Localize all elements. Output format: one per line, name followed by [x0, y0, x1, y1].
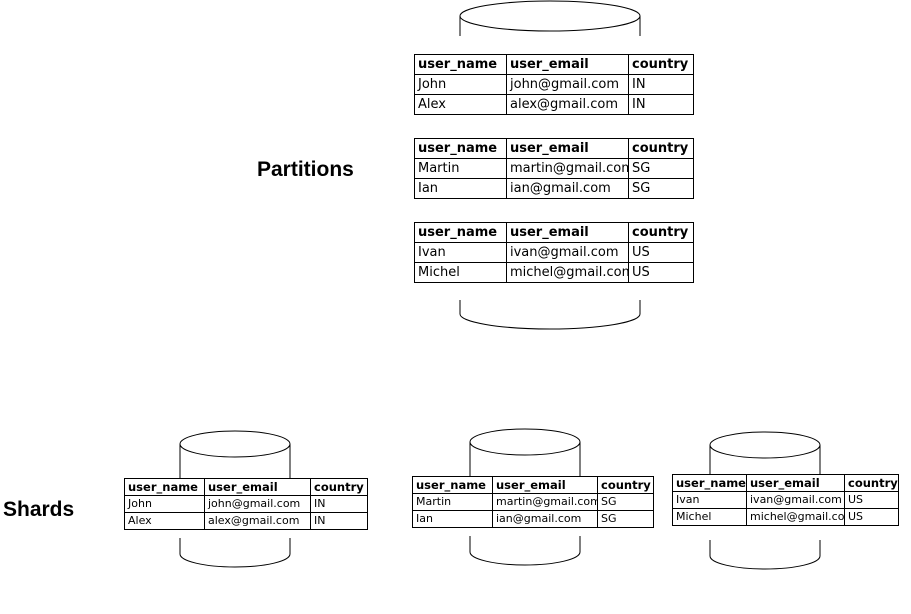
column-header: country — [597, 476, 654, 494]
table-cell: Ian — [412, 510, 493, 528]
partitions-label: Partitions — [257, 158, 354, 181]
column-header: country — [628, 138, 694, 159]
table-header-row: user_name user_email country — [414, 138, 694, 159]
column-header: country — [844, 474, 899, 492]
shard-table: user_name user_email country John john@g… — [124, 478, 368, 530]
shard-database-top-icon — [179, 430, 291, 479]
shard-database-top-icon — [469, 428, 581, 477]
table-cell: Michel — [672, 508, 747, 526]
table-cell: IN — [628, 74, 694, 95]
table-cell: ivan@gmail.com — [506, 242, 629, 263]
table-cell: Ivan — [414, 242, 507, 263]
shard-table: user_name user_email country Martin mart… — [412, 476, 654, 528]
table-cell: Alex — [124, 512, 205, 530]
column-header: user_name — [124, 478, 205, 496]
shard-database-top-icon — [709, 431, 821, 476]
table-cell: John — [124, 495, 205, 513]
table-cell: John — [414, 74, 507, 95]
table-cell: alex@gmail.com — [506, 94, 629, 115]
table-row: Martin martin@gmail.com SG — [414, 158, 694, 179]
column-header: user_email — [506, 54, 629, 75]
table-cell: ian@gmail.com — [506, 178, 629, 199]
column-header: user_name — [414, 138, 507, 159]
column-header: user_email — [492, 476, 598, 494]
table-cell: SG — [597, 493, 654, 511]
table-header-row: user_name user_email country — [414, 54, 694, 75]
table-cell: IN — [310, 495, 368, 513]
table-cell: Ian — [414, 178, 507, 199]
partitions-database-top-icon — [459, 0, 641, 36]
table-header-row: user_name user_email country — [672, 474, 899, 492]
table-row: Alex alex@gmail.com IN — [124, 512, 368, 530]
table-cell: john@gmail.com — [506, 74, 629, 95]
shards-label: Shards — [3, 498, 75, 521]
table-cell: Ivan — [672, 491, 747, 509]
shard-table: user_name user_email country Ivan ivan@g… — [672, 474, 899, 526]
partitions-database-bottom-icon — [459, 300, 641, 330]
column-header: user_name — [412, 476, 493, 494]
table-cell: US — [628, 242, 694, 263]
partition-table: user_name user_email country Ivan ivan@g… — [414, 222, 694, 283]
table-cell: ivan@gmail.com — [746, 491, 845, 509]
column-header: user_name — [672, 474, 747, 492]
table-cell: US — [844, 508, 899, 526]
table-cell: SG — [628, 178, 694, 199]
table-cell: martin@gmail.com — [506, 158, 629, 179]
table-cell: Martin — [414, 158, 507, 179]
table-row: Michel michel@gmail.com US — [414, 262, 694, 283]
table-cell: SG — [597, 510, 654, 528]
column-header: user_email — [204, 478, 311, 496]
table-cell: IN — [628, 94, 694, 115]
table-cell: martin@gmail.com — [492, 493, 598, 511]
table-cell: US — [844, 491, 899, 509]
column-header: user_name — [414, 222, 507, 243]
column-header: country — [628, 54, 694, 75]
table-header-row: user_name user_email country — [124, 478, 368, 496]
table-row: Alex alex@gmail.com IN — [414, 94, 694, 115]
table-cell: SG — [628, 158, 694, 179]
table-row: Ivan ivan@gmail.com US — [414, 242, 694, 263]
table-cell: ian@gmail.com — [492, 510, 598, 528]
shard-database-bottom-icon — [469, 536, 581, 566]
column-header: country — [310, 478, 368, 496]
table-cell: IN — [310, 512, 368, 530]
table-cell: Martin — [412, 493, 493, 511]
column-header: user_email — [746, 474, 845, 492]
partition-table: user_name user_email country Martin mart… — [414, 138, 694, 199]
table-cell: michel@gmail.com — [746, 508, 845, 526]
table-row: Ian ian@gmail.com SG — [412, 510, 654, 528]
column-header: user_email — [506, 222, 629, 243]
table-header-row: user_name user_email country — [414, 222, 694, 243]
table-cell: michel@gmail.com — [506, 262, 629, 283]
table-cell: US — [628, 262, 694, 283]
shard-database-bottom-icon — [709, 540, 821, 570]
table-row: Ivan ivan@gmail.com US — [672, 491, 899, 509]
table-row: Martin martin@gmail.com SG — [412, 493, 654, 511]
table-header-row: user_name user_email country — [412, 476, 654, 494]
partition-table: user_name user_email country John john@g… — [414, 54, 694, 115]
table-cell: alex@gmail.com — [204, 512, 311, 530]
column-header: user_name — [414, 54, 507, 75]
table-cell: Alex — [414, 94, 507, 115]
shard-database-bottom-icon — [179, 538, 291, 568]
table-row: Michel michel@gmail.com US — [672, 508, 899, 526]
table-row: Ian ian@gmail.com SG — [414, 178, 694, 199]
table-cell: john@gmail.com — [204, 495, 311, 513]
table-cell: Michel — [414, 262, 507, 283]
column-header: user_email — [506, 138, 629, 159]
table-row: John john@gmail.com IN — [124, 495, 368, 513]
column-header: country — [628, 222, 694, 243]
table-row: John john@gmail.com IN — [414, 74, 694, 95]
